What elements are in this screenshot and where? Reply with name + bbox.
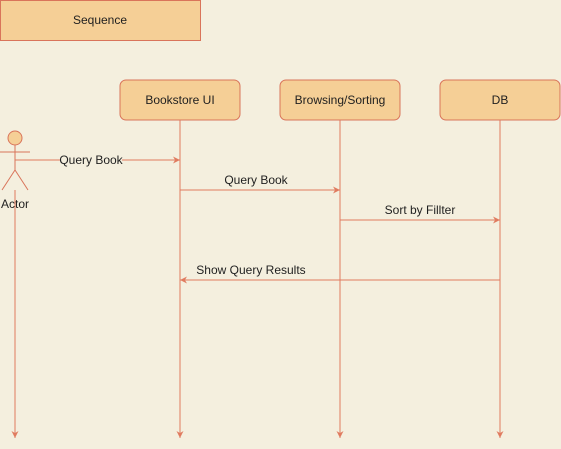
frame-label: Sequence [73,13,127,27]
message-label-bg [60,153,122,167]
message-browse-to-db: Sort by Fillter [340,203,500,224]
actor-right-leg [14,169,29,191]
participant-bookstore-ui: Bookstore UI [119,79,241,121]
message-actor-to-ui: Query Book [15,153,180,167]
message-label: Sort by Fillter [385,203,456,217]
participant-label: Browsing/Sorting [295,93,386,107]
message-label: Show Query Results [196,263,305,277]
actor-head [7,130,23,146]
message-db-to-ui: Show Query Results [180,263,500,284]
participant-label: Bookstore UI [145,93,214,107]
message-label: Query Book [224,173,288,187]
participant-browsing-sorting: Browsing/Sorting [279,79,401,121]
participant-label: DB [492,93,509,107]
frame-label-box: Sequence [0,0,201,41]
message-ui-to-browse: Query Book [180,173,340,194]
actor-left-leg [1,169,16,191]
participant-db: DB [439,79,561,121]
message-label: Query Book [59,153,123,167]
frame-label-rect [0,0,201,41]
actor-figure: Actor [0,130,30,211]
